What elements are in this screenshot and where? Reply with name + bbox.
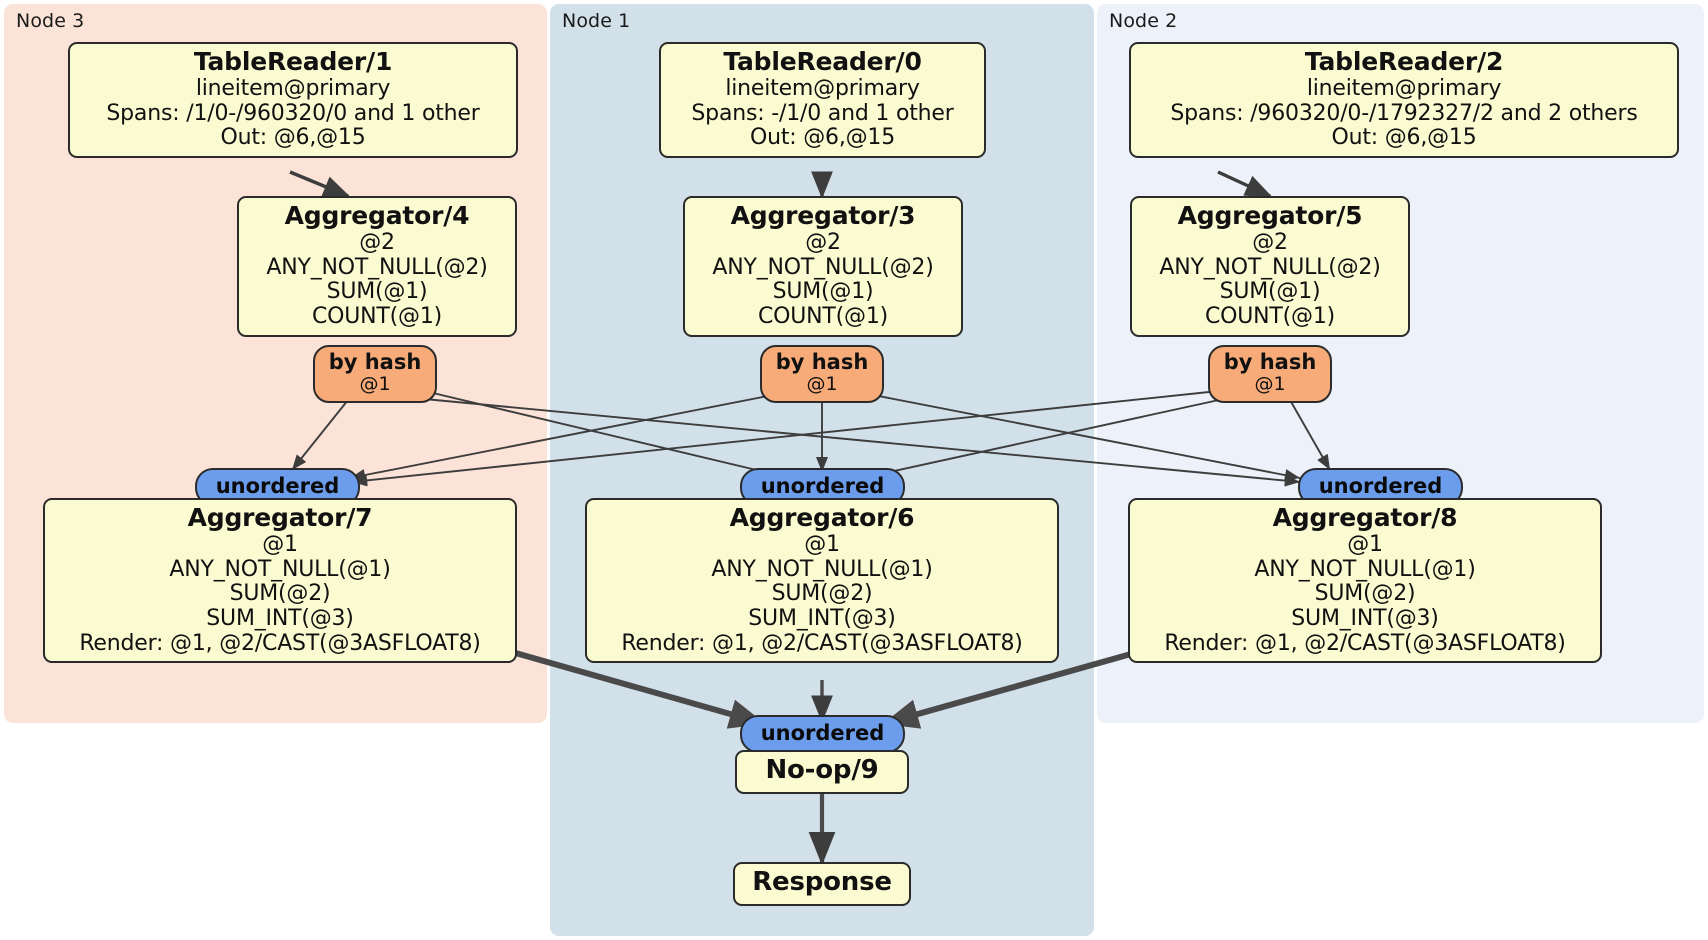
router-by-hash-center[interactable]: by hash @1 xyxy=(760,345,884,403)
processor-line: SUM(@2) xyxy=(1314,581,1416,607)
processor-title: TableReader/2 xyxy=(1304,47,1504,76)
processor-aggregator-5[interactable]: Aggregator/5 @2 ANY_NOT_NULL(@2) SUM(@1)… xyxy=(1130,196,1410,337)
processor-table-reader-1[interactable]: TableReader/1 lineitem@primary Spans: /1… xyxy=(68,42,518,158)
processor-line: Spans: -/1/0 and 1 other xyxy=(691,100,954,126)
processor-line: Render: @1, @2/CAST(@3ASFLOAT8) xyxy=(79,630,481,656)
processor-line: Spans: /1/0-/960320/0 and 1 other xyxy=(106,100,480,126)
processor-title: TableReader/0 xyxy=(723,47,922,76)
router-label: by hash xyxy=(328,350,422,374)
router-label: by hash xyxy=(1223,350,1317,374)
synchronizer-label: unordered xyxy=(1318,474,1443,499)
processor-line: SUM(@1) xyxy=(772,279,874,305)
processor-line: SUM(@2) xyxy=(229,581,331,607)
processor-line: @1 xyxy=(1347,532,1383,557)
processor-line: lineitem@primary xyxy=(725,76,920,101)
processor-aggregator-8[interactable]: Aggregator/8 @1 ANY_NOT_NULL(@1) SUM(@2)… xyxy=(1128,498,1602,664)
processor-noop-9[interactable]: No-op/9 xyxy=(735,750,909,795)
node-label-node2: Node 2 xyxy=(1109,10,1178,32)
processor-line: Render: @1, @2/CAST(@3ASFLOAT8) xyxy=(621,630,1023,656)
processor-title: Aggregator/4 xyxy=(284,201,470,230)
processor-aggregator-6[interactable]: Aggregator/6 @1 ANY_NOT_NULL(@1) SUM(@2)… xyxy=(585,498,1059,664)
processor-line: SUM(@1) xyxy=(1219,279,1321,305)
processor-line: @1 xyxy=(804,532,840,557)
processor-response[interactable]: Response xyxy=(733,862,911,907)
processor-line: Out: @6,@15 xyxy=(1331,125,1477,151)
processor-line: @1 xyxy=(262,532,298,557)
synchronizer-label: unordered xyxy=(215,474,340,499)
processor-title: Aggregator/8 xyxy=(1272,503,1458,532)
processor-title: Aggregator/6 xyxy=(729,503,915,532)
node-label-node1: Node 1 xyxy=(562,10,631,32)
router-by-hash-right[interactable]: by hash @1 xyxy=(1208,345,1332,403)
router-sublabel: @1 xyxy=(1254,373,1286,396)
processor-title: TableReader/1 xyxy=(193,47,393,76)
processor-line: lineitem@primary xyxy=(1306,76,1502,101)
processor-line: SUM_INT(@3) xyxy=(206,605,354,631)
processor-line: ANY_NOT_NULL(@1) xyxy=(1254,556,1476,582)
processor-title: Aggregator/3 xyxy=(730,201,916,230)
processor-line: ANY_NOT_NULL(@1) xyxy=(169,556,391,582)
processor-line: Out: @6,@15 xyxy=(220,125,366,151)
processor-line: SUM_INT(@3) xyxy=(1291,605,1439,631)
processor-title: Aggregator/7 xyxy=(187,503,373,532)
synchronizer-unordered-final[interactable]: unordered xyxy=(740,715,905,753)
processor-line: SUM_INT(@3) xyxy=(748,605,896,631)
processor-line: COUNT(@1) xyxy=(757,303,889,329)
processor-line: Spans: /960320/0-/1792327/2 and 2 others xyxy=(1170,100,1638,126)
processor-title: Response xyxy=(752,867,892,897)
processor-table-reader-0[interactable]: TableReader/0 lineitem@primary Spans: -/… xyxy=(659,42,986,158)
processor-line: @2 xyxy=(805,230,841,255)
processor-line: COUNT(@1) xyxy=(311,303,443,329)
processor-aggregator-7[interactable]: Aggregator/7 @1 ANY_NOT_NULL(@1) SUM(@2)… xyxy=(43,498,517,664)
processor-line: SUM(@2) xyxy=(771,581,873,607)
processor-line: ANY_NOT_NULL(@2) xyxy=(712,254,934,280)
processor-title: Aggregator/5 xyxy=(1177,201,1363,230)
processor-line: COUNT(@1) xyxy=(1204,303,1336,329)
router-sublabel: @1 xyxy=(359,373,391,396)
processor-line: ANY_NOT_NULL(@2) xyxy=(1159,254,1381,280)
processor-line: lineitem@primary xyxy=(195,76,391,101)
processor-line: @2 xyxy=(1252,230,1288,255)
processor-line: ANY_NOT_NULL(@1) xyxy=(711,556,933,582)
router-label: by hash xyxy=(775,350,869,374)
processor-aggregator-4[interactable]: Aggregator/4 @2 ANY_NOT_NULL(@2) SUM(@1)… xyxy=(237,196,517,337)
router-sublabel: @1 xyxy=(806,373,838,396)
processor-line: SUM(@1) xyxy=(326,279,428,305)
processor-table-reader-2[interactable]: TableReader/2 lineitem@primary Spans: /9… xyxy=(1129,42,1679,158)
node-label-node3: Node 3 xyxy=(16,10,85,32)
processor-line: ANY_NOT_NULL(@2) xyxy=(266,254,488,280)
processor-line: @2 xyxy=(359,230,395,255)
synchronizer-label: unordered xyxy=(760,721,885,746)
processor-title: No-op/9 xyxy=(765,755,879,785)
router-by-hash-left[interactable]: by hash @1 xyxy=(313,345,437,403)
processor-line: Render: @1, @2/CAST(@3ASFLOAT8) xyxy=(1164,630,1566,656)
synchronizer-label: unordered xyxy=(760,474,885,499)
processor-line: Out: @6,@15 xyxy=(749,125,896,151)
processor-aggregator-3[interactable]: Aggregator/3 @2 ANY_NOT_NULL(@2) SUM(@1)… xyxy=(683,196,963,337)
